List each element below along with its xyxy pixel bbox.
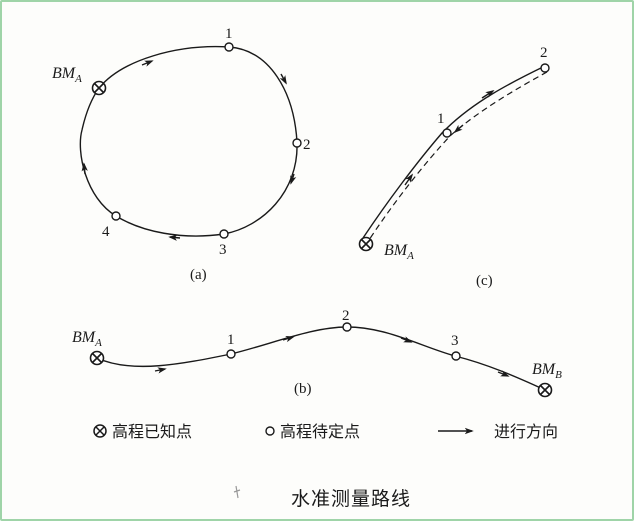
caption: (b) <box>294 381 312 397</box>
spur-outward-path <box>362 65 546 239</box>
route-arrow <box>154 367 167 374</box>
pending-point <box>111 211 121 221</box>
point-label: 2 <box>342 308 350 324</box>
known-point-icon <box>537 382 553 398</box>
known-point-icon <box>91 80 107 96</box>
known-point-icon <box>93 424 107 438</box>
spur-arrow <box>481 90 495 99</box>
point-label: 3 <box>451 333 459 349</box>
loop-arrow <box>168 234 181 241</box>
spur-route: BMA 1 2 (c) <box>358 45 550 289</box>
bm-label: BMA <box>52 65 82 85</box>
caption: (a) <box>190 267 207 283</box>
point-label: 2 <box>303 137 311 153</box>
bm-label: BMA <box>384 242 414 262</box>
route-arrow <box>400 336 413 343</box>
route-arrow <box>497 370 510 377</box>
loop-path <box>79 45 298 237</box>
pending-point <box>292 138 302 148</box>
known-point-icon <box>89 350 105 366</box>
pending-point <box>224 42 234 52</box>
legend-pending-label: 高程待定点 <box>280 422 360 441</box>
pending-point <box>226 349 236 359</box>
pending-point <box>342 322 352 332</box>
loop-arrow <box>81 162 88 175</box>
loop-arrow <box>290 173 297 185</box>
connecting-route: BMA BMB 1 2 3 (b) <box>72 308 562 398</box>
scan-mark <box>233 485 241 499</box>
pending-point <box>451 351 461 361</box>
loop-arrow <box>279 73 287 85</box>
loop-arrow <box>141 60 154 67</box>
pending-point <box>442 128 452 138</box>
pending-point-icon <box>265 426 275 436</box>
caption: (c) <box>476 273 493 289</box>
legend-direction-label: 进行方向 <box>494 422 558 441</box>
closed-loop-route: BMA 1 2 3 4 (a) <box>52 26 311 283</box>
spur-arrow <box>404 173 414 186</box>
spur-arrow <box>453 124 464 134</box>
point-label: 3 <box>219 242 227 258</box>
point-label: 1 <box>225 26 233 42</box>
pending-point <box>219 229 229 239</box>
point-label: 1 <box>437 111 445 127</box>
bm-label: BMA <box>72 329 102 349</box>
bm-label: BMB <box>532 361 562 381</box>
connecting-path <box>96 326 546 391</box>
pending-point <box>540 63 550 73</box>
legend: 高程已知点 高程待定点 进行方向 <box>93 422 558 441</box>
point-label: 2 <box>540 45 548 61</box>
figure-title: 水准测量路线 <box>291 488 411 510</box>
spur-return-path <box>368 71 548 241</box>
legend-known-label: 高程已知点 <box>112 422 192 441</box>
known-point-icon <box>358 236 374 252</box>
route-arrow <box>282 336 295 343</box>
point-label: 1 <box>227 332 235 348</box>
point-label: 4 <box>102 224 110 240</box>
